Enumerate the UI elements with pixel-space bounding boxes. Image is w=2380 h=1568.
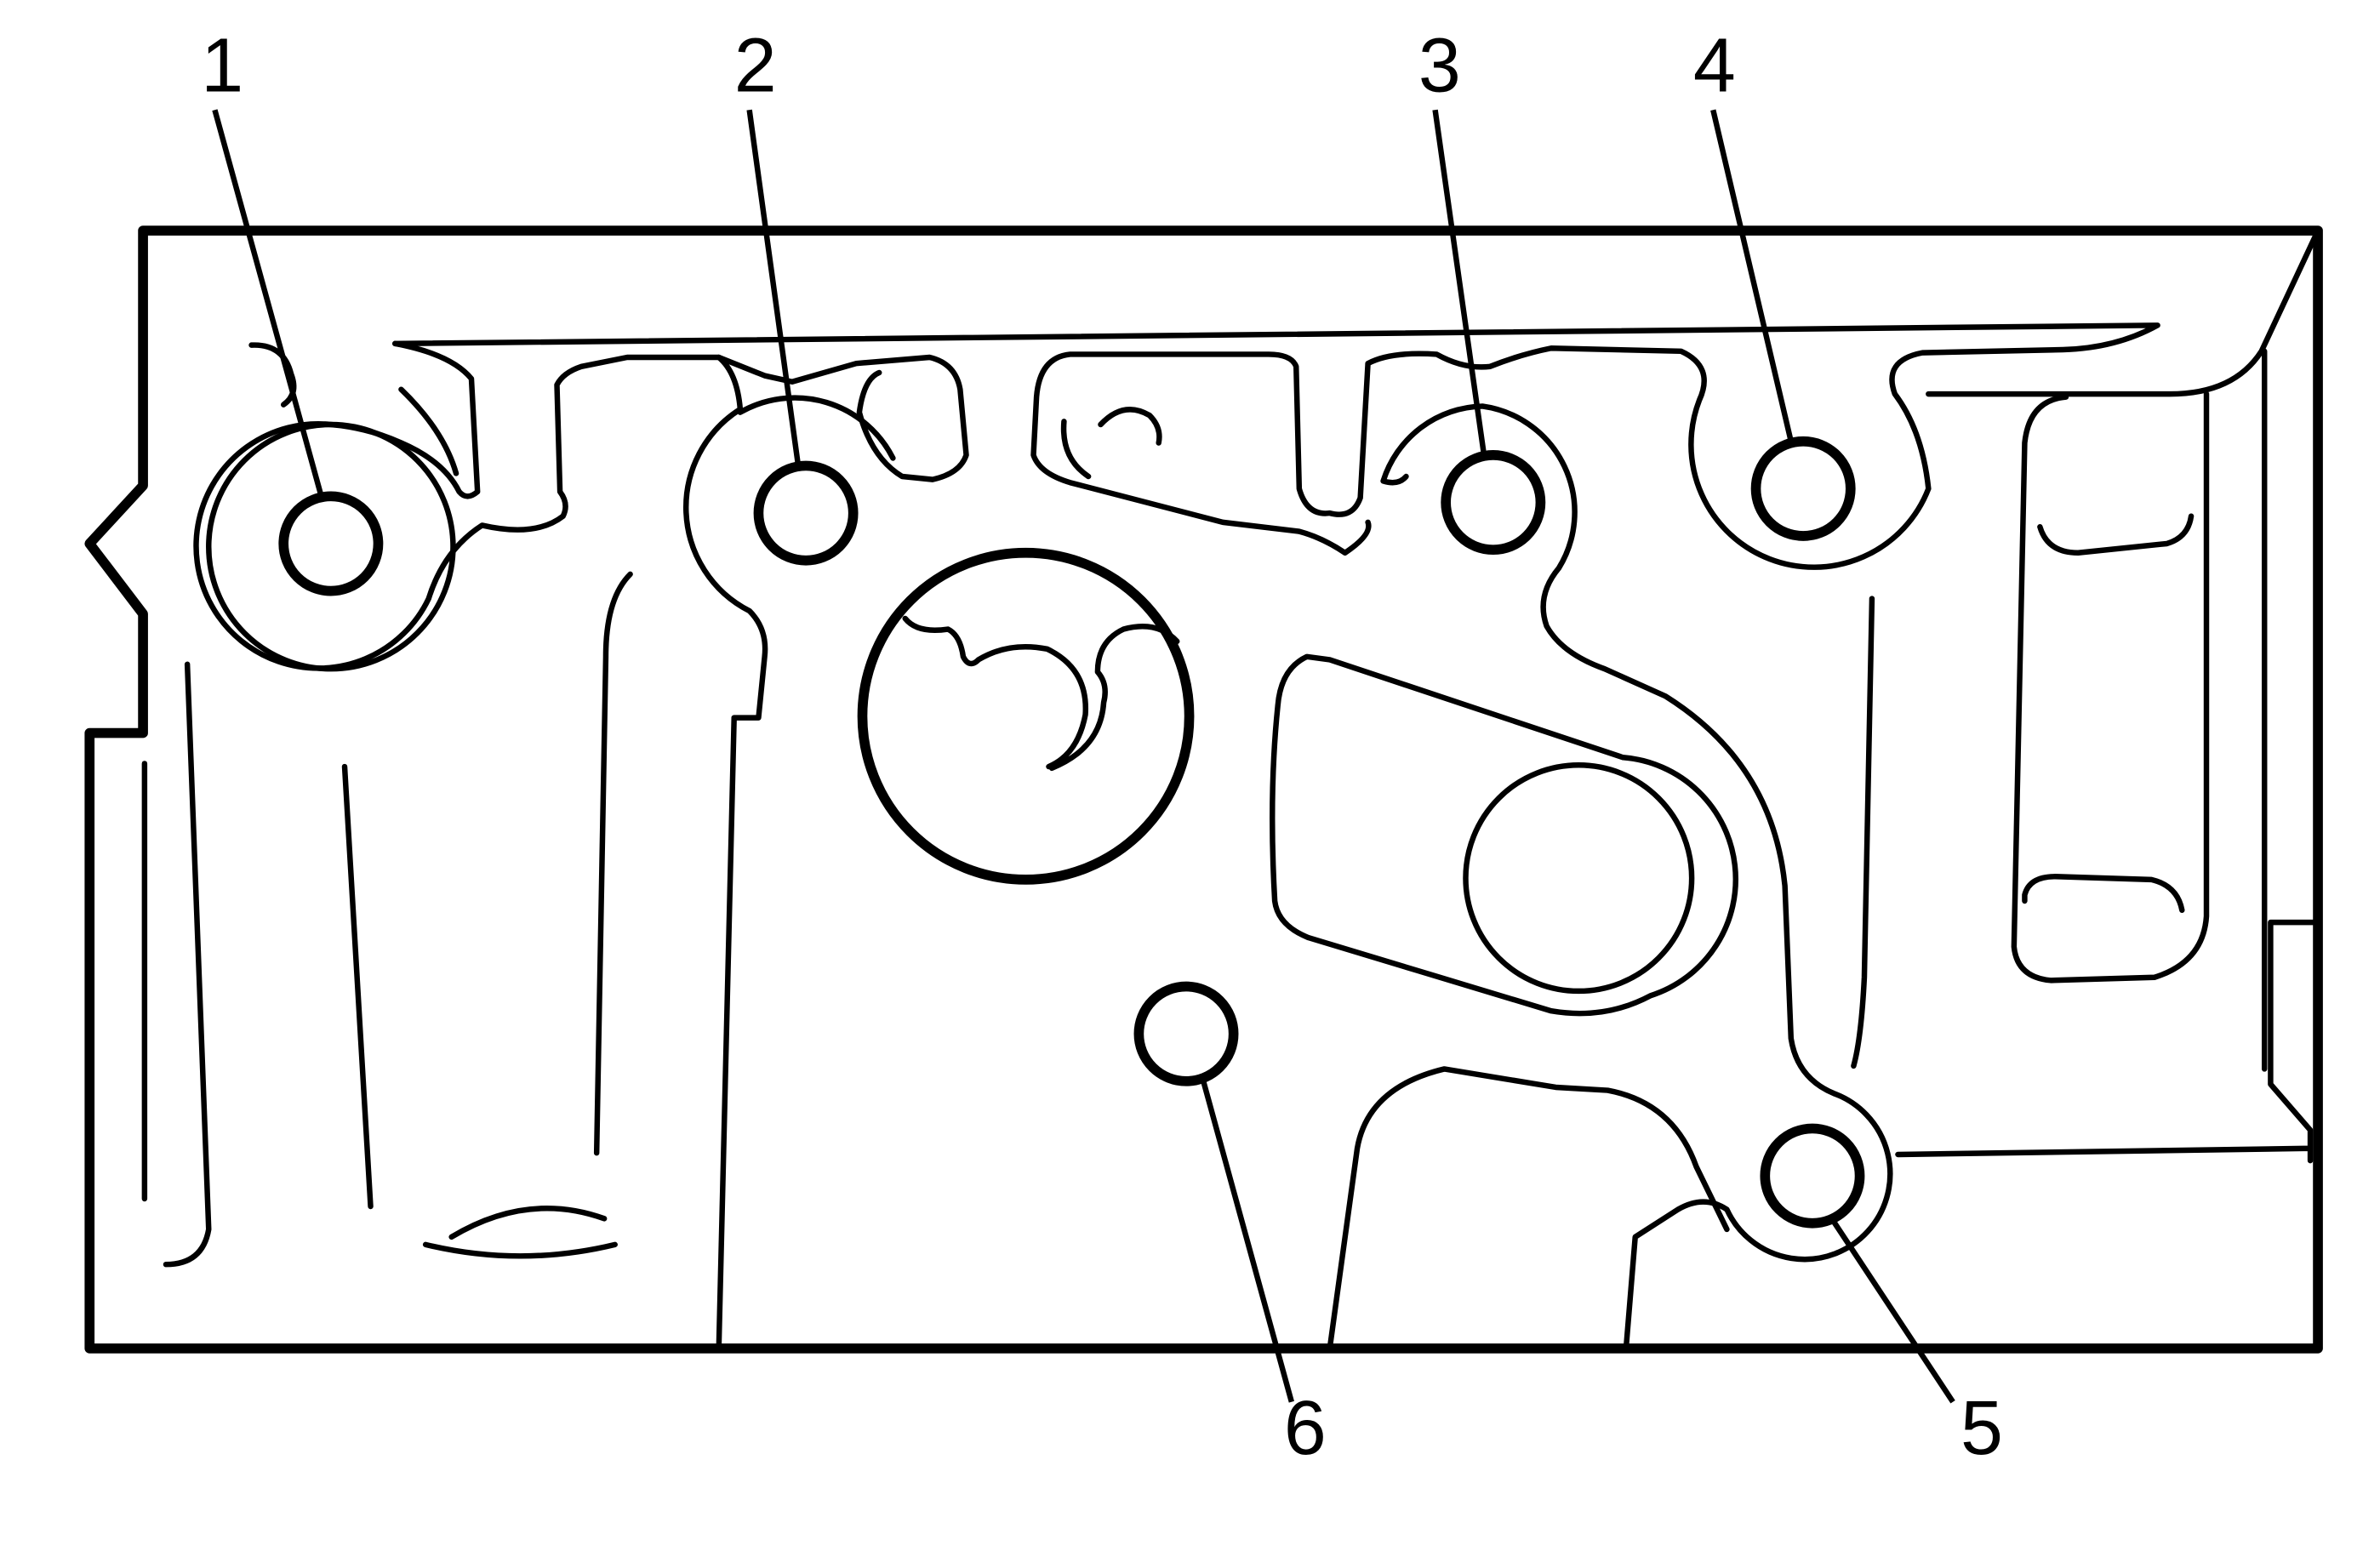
detail-arc-4	[1060, 419, 1092, 480]
gasket-contour	[392, 322, 2160, 570]
right-pocket-slot-2	[2022, 874, 2185, 914]
leader-line-6	[1200, 1079, 1294, 1403]
right-pocket	[2011, 391, 2210, 984]
gasket-contour-3	[1380, 403, 1893, 1352]
right-pocket-slot-1	[2037, 513, 2195, 556]
bolt-hole-2	[753, 460, 859, 566]
passage-region	[1270, 653, 1738, 1017]
callout-2: 2	[734, 24, 777, 109]
detail-arc-6	[422, 1241, 618, 1259]
large-port-opening	[857, 547, 1195, 885]
leader-line-2	[746, 109, 802, 466]
gasket-contour-upper-left	[193, 340, 969, 671]
rib-left-1	[163, 661, 212, 1268]
callout-1: 1	[201, 24, 243, 109]
rib-left-2	[341, 763, 374, 1210]
bolt-hole-6	[1133, 981, 1239, 1086]
bolt-hole-4	[1750, 436, 1856, 541]
callout-4: 4	[1693, 24, 1736, 109]
bolt-hole-1	[278, 491, 384, 596]
callout-6: 6	[1284, 1386, 1327, 1471]
large-port-inner-detail	[902, 615, 1180, 772]
detail-arc-1	[248, 342, 297, 408]
leader-line-4	[1710, 109, 1794, 442]
leader-line-1	[212, 109, 325, 499]
leader-line-3	[1432, 109, 1487, 456]
gasket-contour-2	[683, 354, 768, 1352]
passage-round-opening	[1463, 762, 1695, 995]
callout-3: 3	[1418, 24, 1461, 109]
bolt-hole-3	[1441, 450, 1546, 556]
housing-outline	[84, 225, 2323, 1354]
rib-left-3	[593, 571, 633, 1156]
rib-right-1	[1851, 596, 1875, 1069]
gasket-right-chamfer	[1926, 227, 2321, 397]
detail-arc-2	[398, 386, 459, 476]
gasket-lower-right-rail	[1895, 919, 2321, 1164]
detail-arc-3	[1098, 407, 1162, 446]
callout-5: 5	[1961, 1386, 2003, 1471]
bolt-boss-2	[737, 395, 896, 461]
bolt-hole-5	[1760, 1123, 1865, 1229]
gasket-lower-passage	[1327, 1066, 1730, 1352]
bolt-boss-1	[206, 421, 456, 672]
detail-arc-5	[448, 1206, 608, 1240]
leader-line-5	[1831, 1220, 1955, 1404]
